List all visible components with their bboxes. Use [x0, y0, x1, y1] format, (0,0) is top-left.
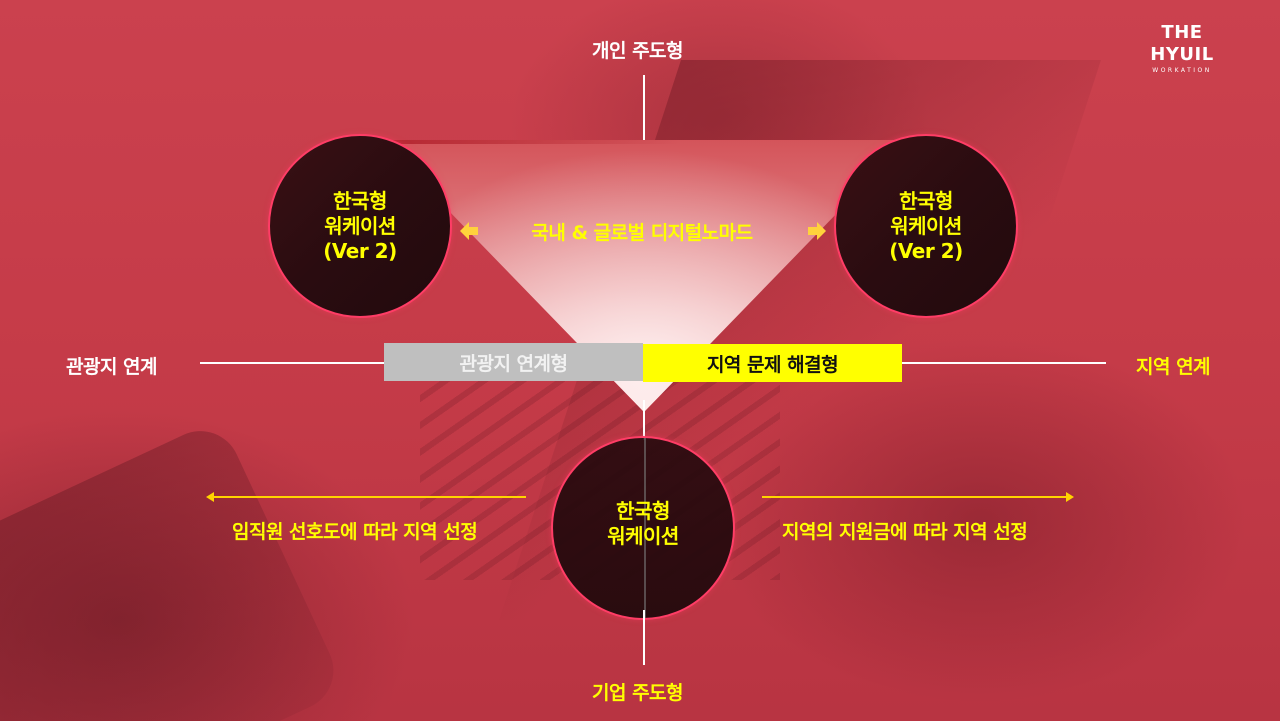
- axis-label-top: 개인 주도형: [592, 40, 684, 62]
- brand-logo: THE HYUIL WORKATION: [1128, 22, 1236, 76]
- circle-text-line: 워케이션: [324, 213, 396, 238]
- brand-name: THE HYUIL: [1150, 22, 1214, 65]
- background-person-shadow: [0, 417, 347, 721]
- circle-text-line: 워케이션: [890, 213, 962, 238]
- note-right: 지역의 지원금에 따라 지역 선정: [782, 521, 1028, 543]
- axis-line-through-circle: [644, 438, 646, 618]
- circle-bottom: 한국형 워케이션: [551, 436, 735, 620]
- axis-line-right: [902, 362, 1106, 364]
- arrowhead-right-icon: [1066, 492, 1074, 502]
- axis-line-middle: [643, 400, 645, 440]
- arrow-line-right: [762, 492, 1074, 502]
- arrow-line-left: [206, 492, 526, 502]
- axis-line-top: [643, 75, 645, 140]
- circle-text-line: (Ver 2): [323, 238, 397, 263]
- circle-text-line: 한국형: [333, 188, 387, 213]
- circle-top-left: 한국형 워케이션 (Ver 2): [268, 134, 452, 318]
- axis-label-left: 관광지 연계: [66, 356, 158, 378]
- brand-tagline: WORKATION: [1152, 67, 1212, 74]
- tourism-linked-box: 관광지 연계형: [384, 343, 643, 381]
- circle-text-line: (Ver 2): [889, 238, 963, 263]
- circle-text-line: 한국형: [899, 188, 953, 213]
- axis-label-bottom: 기업 주도형: [592, 682, 684, 704]
- note-left: 임직원 선호도에 따라 지역 선정: [232, 521, 478, 543]
- circle-text: 한국형 워케이션: [607, 499, 679, 549]
- axis-label-right: 지역 연계: [1136, 356, 1211, 378]
- circle-top-right: 한국형 워케이션 (Ver 2): [834, 134, 1018, 318]
- triangle-center-text: 국내 & 글로벌 디지털노마드: [531, 222, 753, 244]
- axis-line-left: [200, 362, 384, 364]
- circle-text-line: 워케이션: [607, 524, 679, 548]
- arrowhead-left-icon: [206, 492, 214, 502]
- regional-problem-box: 지역 문제 해결형: [643, 344, 902, 382]
- triangle-edge: [380, 140, 680, 144]
- circle-text-line: 한국형: [616, 499, 670, 523]
- axis-line-bottom: [643, 610, 645, 665]
